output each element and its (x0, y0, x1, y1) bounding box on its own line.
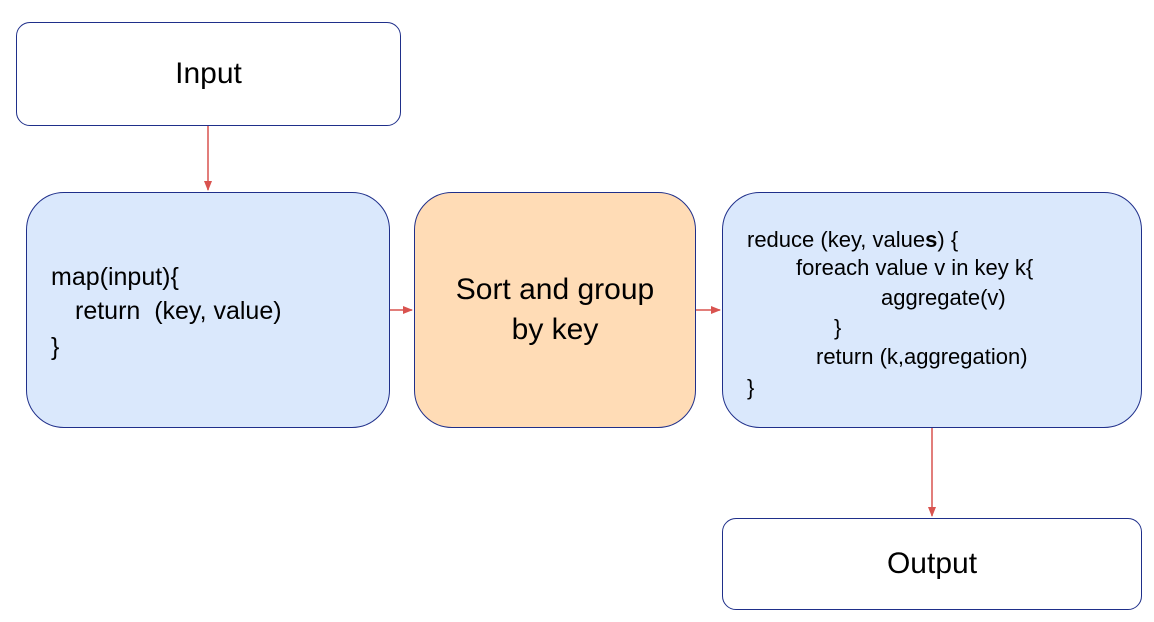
map-code-line-2: return (key, value) (75, 297, 282, 325)
input-node: Input (16, 22, 401, 126)
reduce-code-line-6: } (747, 375, 755, 400)
output-label: Output (886, 547, 978, 580)
output-node: Output (722, 518, 1142, 610)
input-label: Input (175, 57, 242, 90)
reduce-code-line-1: reduce (key, values) { (747, 227, 958, 253)
reduce-code-line-4: } (834, 315, 842, 340)
reduce-line-1-pre: reduce (key, value (747, 227, 926, 252)
reduce-code-line-5: return (k,aggregation) (816, 344, 1028, 369)
sort-label-line-1: Sort and group (455, 273, 655, 306)
sort-group-node: Sort and group by key (414, 192, 696, 428)
sort-label-line-2: by key (511, 313, 599, 346)
reduce-line-1-post: ) { (937, 227, 959, 252)
sort-group-label: Sort and group by key (425, 270, 685, 350)
reduce-code-line-2: foreach value v in key k{ (796, 255, 1034, 280)
reduce-node: reduce (key, values) { foreach value v i… (722, 192, 1142, 428)
map-node: map(input){ return (key, value) } (26, 192, 390, 428)
map-code-line-3: } (51, 333, 60, 361)
reduce-code-line-3: aggregate(v) (881, 285, 1006, 310)
reduce-line-1-bold: s (925, 227, 938, 252)
map-code-line-1: map(input){ (51, 263, 179, 291)
